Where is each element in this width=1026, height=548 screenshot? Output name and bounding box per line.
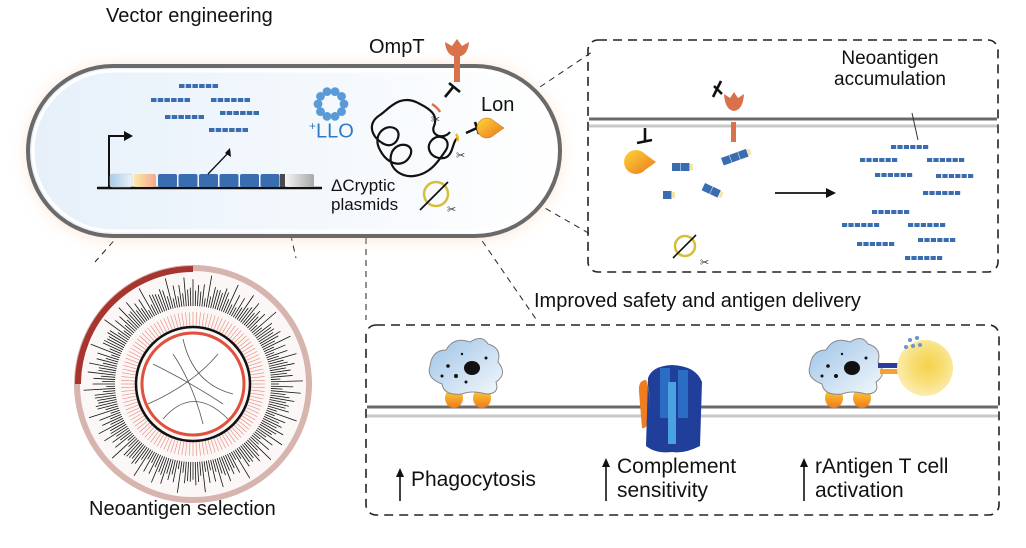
- antigen-chain: [936, 174, 974, 178]
- scissors-icon: ✂: [456, 150, 465, 162]
- antigen-chain: [165, 115, 204, 119]
- delivery-panel-border: [365, 324, 1000, 516]
- antigen-chain: [891, 145, 929, 149]
- neoantigen-selection-title: Neoantigen selection: [89, 498, 276, 520]
- expression-arrow-icon: [225, 148, 231, 157]
- circos-link: [182, 338, 234, 395]
- up-arrow-icon: [800, 458, 808, 501]
- antigen-chain: [905, 256, 943, 260]
- complement-mac-icon: [638, 365, 702, 453]
- lon-label: Lon: [481, 94, 515, 116]
- t-cell-icon: [897, 340, 953, 396]
- terminator-block: [286, 174, 314, 187]
- gene-block: [240, 174, 259, 187]
- antigen-chain: [220, 111, 259, 115]
- outcome-complement: Complement sensitivity: [617, 455, 736, 502]
- gene-block: [199, 174, 218, 187]
- llo-ring-icon: [313, 87, 349, 121]
- cryptic-plasmid-icon: [419, 180, 450, 211]
- ompt-protease-icon: [724, 92, 744, 142]
- cryptic-line1: ΔCryptic: [331, 176, 396, 195]
- accumulation-line2: accumulation: [834, 69, 946, 91]
- antigen-chain: [875, 173, 913, 177]
- improved-delivery-title: Improved safety and antigen delivery: [534, 290, 861, 312]
- antigen-chain: [179, 84, 218, 88]
- gene-block: [158, 174, 177, 187]
- lon-protease-icon: [476, 117, 505, 139]
- degraded-fragments: [663, 148, 752, 199]
- macrophage-icon: [808, 338, 883, 408]
- cytokine-dots: [904, 336, 922, 349]
- fragment: [663, 191, 675, 199]
- circos-link: [162, 401, 229, 420]
- right-arrow-icon: [826, 188, 836, 198]
- gene-block: [260, 174, 280, 187]
- outcome-t-cell-activation: rAntigen T cell activation: [815, 455, 948, 502]
- lon-protease-icon: [624, 150, 656, 174]
- inhibition-icon: [636, 80, 723, 145]
- antigen-chain: [209, 128, 248, 132]
- antigen-chain: [918, 238, 956, 242]
- outcome-line1: rAntigen T cell: [815, 455, 949, 478]
- antigen-chain: [927, 158, 965, 162]
- llo-text: LLO: [316, 120, 354, 143]
- outcome-line1: Phagocytosis: [411, 468, 536, 491]
- accumulation-panel-border: [587, 39, 999, 273]
- antigen-chain: [151, 98, 190, 102]
- bacterium: [26, 64, 562, 238]
- promoter-block: [109, 173, 133, 188]
- circos-link: [152, 363, 224, 405]
- fragment: [672, 163, 693, 171]
- gene-construct: [97, 131, 322, 190]
- llo-label: +LLO: [309, 119, 354, 143]
- fragment: [701, 183, 724, 199]
- antigen-chain: [842, 223, 880, 227]
- scissors-icon: ✂: [447, 204, 456, 216]
- outcome-line2: sensitivity: [617, 478, 709, 502]
- outcome-line2: activation: [815, 478, 904, 502]
- antigen-chain: [923, 191, 961, 195]
- cryptic-plasmids-label: ΔCryptic plasmids: [331, 176, 398, 214]
- gene-block: [219, 174, 239, 187]
- fragment: [721, 148, 752, 166]
- antigen-chain: [211, 98, 250, 102]
- outcome-line1: Complement: [617, 455, 737, 478]
- ompt-protease-icon: [445, 39, 469, 82]
- outcome-phagocytosis: Phagocytosis: [411, 468, 536, 492]
- llo-superscript: +: [309, 119, 317, 133]
- gene-block: [178, 174, 198, 187]
- up-arrow-icon: [602, 458, 610, 501]
- cryptic-plasmid-icon: [672, 234, 697, 259]
- accumulation-line1: Neoantigen: [841, 48, 939, 69]
- macrophage-icon: [428, 338, 503, 408]
- promoter-arrow-icon: [108, 135, 124, 188]
- antigen-cluster-accumulated: [842, 145, 974, 260]
- up-arrow-icon: [396, 468, 404, 501]
- antigen-chain: [872, 210, 910, 214]
- scissors-icon: ✂: [700, 257, 709, 269]
- cryptic-line2: plasmids: [331, 195, 399, 215]
- circos-plot: [74, 265, 312, 503]
- vector-engineering-title: Vector engineering: [106, 5, 273, 27]
- chromosome-icon: [370, 98, 459, 178]
- neoantigen-accumulation-title: Neoantigen accumulation: [834, 48, 946, 91]
- scissors-icon: ✂: [431, 114, 440, 126]
- antigen-cluster-cytoplasm: [151, 84, 259, 132]
- antigen-chain: [908, 223, 946, 227]
- antigen-chain: [860, 158, 898, 162]
- rbs-block: [134, 174, 156, 187]
- antigen-chain: [857, 242, 895, 246]
- ompt-label: OmpT: [369, 36, 425, 58]
- circos-link: [172, 353, 204, 425]
